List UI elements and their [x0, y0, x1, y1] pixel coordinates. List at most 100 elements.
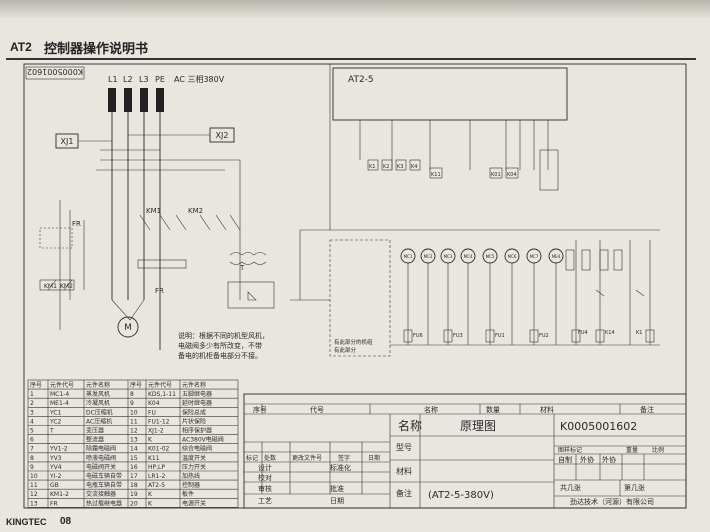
fuse-fu4: FU4	[578, 330, 588, 336]
legend-cell: 4	[30, 418, 34, 425]
tb-h-name: 名称	[424, 405, 438, 414]
legend-cell: YV4	[49, 464, 62, 471]
manual-title: 控制器操作说明书	[44, 42, 149, 57]
fr-label-2: FR	[155, 287, 164, 295]
legend-header-cell: 元件名称	[86, 381, 110, 389]
header-rule	[6, 58, 696, 60]
phase-l3: L3	[139, 75, 149, 84]
legend-header-cell: 元件名称	[182, 381, 206, 389]
legend-cell: 14	[130, 446, 138, 453]
tb-drawing-no: K0005001602	[560, 420, 637, 433]
optional-note-1: 有此部分的机组	[334, 338, 373, 346]
legend-cell: 13	[130, 437, 138, 444]
tb-mark-3: 签字	[338, 454, 350, 462]
control-bus	[290, 64, 660, 301]
phase-l2: L2	[123, 75, 133, 84]
phase-pe: PE	[155, 75, 165, 84]
tb-mark-1: 处数	[264, 454, 276, 462]
tb-name-label: 名称	[398, 418, 422, 433]
legend-cell: KDS,1-11	[148, 391, 176, 398]
legend-cell: T	[49, 428, 54, 435]
tb-company: 劲达技术（河源）有限公司	[570, 497, 654, 506]
tb-r-out1: 外协	[580, 455, 594, 464]
tb-sign-design: 设计	[258, 463, 272, 472]
fuse-fu2: FU2	[539, 333, 549, 339]
legend-header-cell: 序号	[130, 381, 142, 389]
tb-r-weight: 重量	[626, 446, 638, 454]
legend-cell: 8	[30, 455, 34, 462]
legend-cell: 控制器	[182, 481, 200, 489]
controller-box	[332, 67, 568, 121]
legend-cell: 20	[130, 500, 138, 507]
supply-label: AC 三相380V	[174, 74, 225, 84]
legend-cell: 综合电磁阀	[182, 445, 212, 453]
km1-coil-label: KM1	[44, 283, 57, 290]
legend-cell: 15	[130, 455, 138, 462]
optional-note-2: 有此部分	[334, 346, 357, 354]
note-line-3: 备电的机柜备电部分不接。	[178, 351, 262, 360]
legend-cell: DC压缩机	[86, 408, 113, 416]
terminal-1	[108, 88, 116, 112]
legend-cell: 板件	[182, 490, 194, 498]
legend-cell: 9	[130, 400, 134, 407]
drawing-frame	[23, 63, 687, 509]
coil-mc6: MC6	[508, 254, 517, 259]
tb-h-seq: 序号	[253, 405, 267, 414]
legend-header-cell: 元件代号	[50, 381, 74, 389]
legend-cell: HP,LP	[148, 464, 165, 471]
tb-name-value: 原理图	[460, 419, 496, 433]
legend-cell: 电源开关	[182, 499, 206, 507]
heater-elements	[565, 249, 645, 297]
legend-cell: 9	[30, 464, 34, 471]
legend-cell: 10	[130, 409, 138, 416]
tb-r-mark: 图样标记	[558, 446, 582, 454]
terminal-3	[140, 88, 148, 112]
tb-sign-check: 校对	[258, 473, 272, 482]
contactor-switches	[39, 214, 241, 291]
legend-cell: 16	[130, 464, 138, 471]
legend-cell: K	[148, 491, 153, 498]
legend-cell: 温度开关	[182, 454, 206, 462]
tb-material-label: 材料	[396, 466, 412, 476]
fuse-row	[403, 329, 655, 343]
tb-sign-date: 日期	[330, 497, 344, 505]
relay-k3: K3	[397, 164, 403, 170]
legend-cell: 电磁阀开关	[86, 463, 116, 471]
km2-coil-label: KM2	[60, 283, 73, 290]
coil-mc1: MC1	[404, 254, 413, 259]
legend-cell: 压力开关	[182, 463, 206, 471]
supply-terminals: L1 L2 L3 PE AC 三相380V	[108, 74, 225, 112]
legend-cell: MC1-4	[50, 391, 69, 398]
legend-cell: K	[148, 500, 153, 507]
legend-cell: 10	[30, 473, 38, 480]
coil-drops	[407, 240, 651, 345]
optional-section-box	[329, 239, 391, 357]
legend-cell: 片状保险	[182, 417, 206, 425]
tb-sheets-no: 第几张	[624, 483, 645, 492]
legend-cell: 12	[130, 428, 138, 435]
legend-cell: 2	[30, 400, 34, 407]
legend-cell: 延时继电器	[182, 399, 212, 407]
footer-brand: KINGTEC	[6, 517, 47, 527]
km2-label-top: KM2	[188, 207, 203, 215]
terminal-4	[156, 88, 164, 112]
legend-header-cell: 序号	[30, 381, 42, 389]
fuse-fu1: FU1	[495, 333, 505, 339]
relay-k2: K2	[383, 164, 389, 170]
xj2-label: XJ2	[216, 131, 229, 140]
fuse-k14: K14	[605, 330, 615, 336]
legend-cell: 加热线	[182, 472, 200, 480]
legend-cell: LR1-2	[148, 473, 165, 480]
legend-cell: 13	[30, 500, 38, 507]
legend-cell: 6	[30, 437, 34, 444]
legend-cell: 五脚继电器	[182, 390, 212, 398]
legend-cell: K	[148, 437, 153, 444]
footer-page-number: 08	[60, 516, 72, 527]
relay-boxes	[367, 149, 559, 191]
tb-r-out2: 外协	[602, 455, 616, 464]
fuse-fu3: FU3	[453, 333, 463, 339]
tb-mark-4: 日期	[368, 454, 380, 462]
